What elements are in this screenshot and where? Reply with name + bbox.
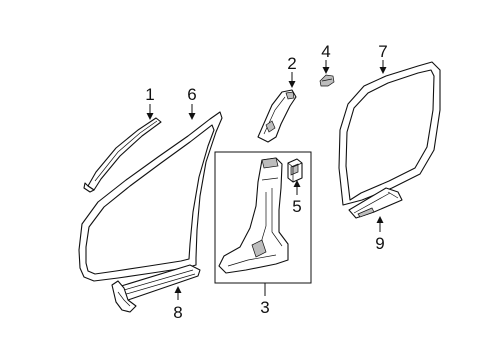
part-3-lower-pillar-garnish (218, 157, 289, 274)
part-7-rear-door-weatherstrip (338, 61, 441, 206)
callout-4: 4 (321, 42, 330, 61)
callout-9: 9 (375, 234, 384, 253)
callout-labels: 1 6 2 4 7 5 3 8 9 (145, 42, 387, 322)
callout-1: 1 (145, 85, 154, 104)
inset-frame (214, 151, 312, 284)
part-4-clip (319, 74, 335, 87)
callout-2: 2 (287, 54, 296, 73)
part-6-front-door-weatherstrip (78, 111, 223, 282)
part-9-rear-kicking-plate (348, 187, 403, 219)
part-8-front-kicking-plate (111, 264, 201, 313)
leader-lines (146, 60, 387, 300)
callout-3: 3 (260, 298, 269, 317)
callout-8: 8 (173, 303, 182, 322)
part-5-bracket (287, 158, 303, 183)
part-2-upper-pillar-garnish (257, 89, 297, 143)
callout-6: 6 (187, 85, 196, 104)
callout-7: 7 (378, 42, 387, 61)
part-1-front-pillar-garnish (83, 117, 162, 193)
callout-5: 5 (292, 197, 301, 216)
